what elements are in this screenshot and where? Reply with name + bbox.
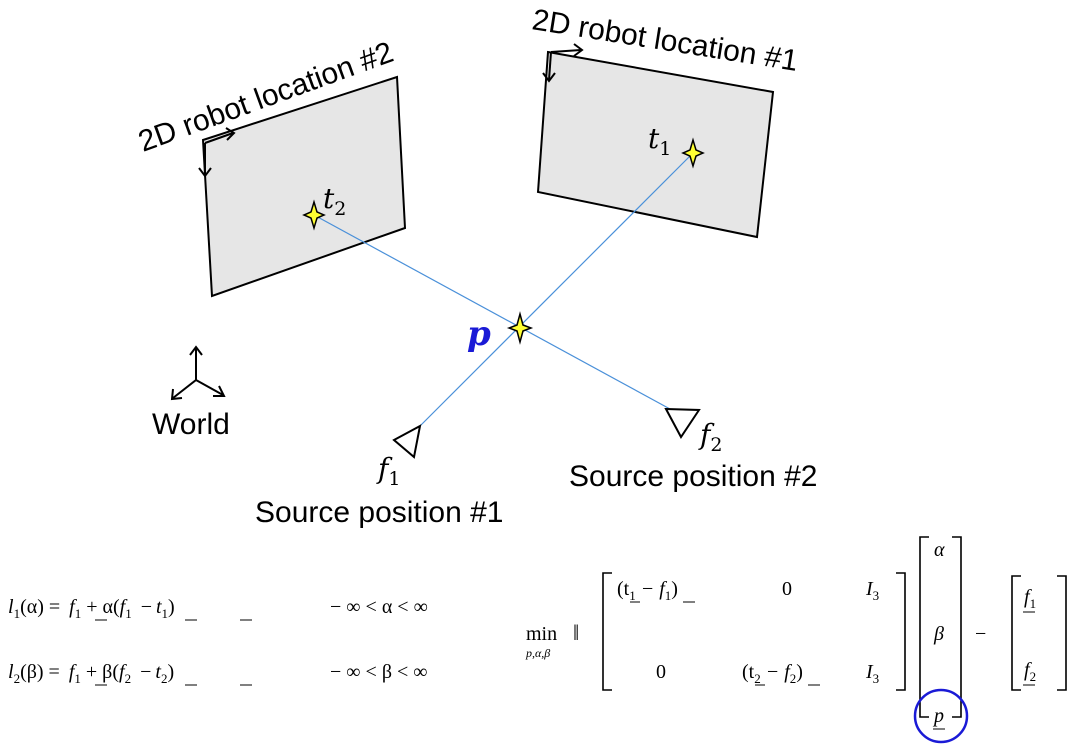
source-2-icon	[664, 407, 701, 439]
p-marker-icon	[506, 311, 534, 345]
norm-bar: ‖	[573, 620, 579, 645]
equation-line-2-range: − ∞ < β < ∞	[330, 661, 428, 683]
rhs-left-bracket	[1011, 575, 1021, 691]
ray-1	[419, 152, 694, 427]
matrix-r1c1: (t1 − f1)	[617, 578, 678, 603]
location-1-frame-icon	[542, 43, 584, 83]
f1-label: f1	[376, 452, 400, 490]
highlight-circle	[913, 688, 969, 744]
t1-marker-icon	[681, 137, 705, 169]
matrix-r2c2: (t2 − f2)	[742, 661, 803, 686]
vector-right-bracket	[952, 536, 962, 718]
matrix-r1c2: 0	[782, 578, 792, 600]
min-operator: min	[526, 623, 557, 645]
vector-left-bracket	[919, 536, 929, 718]
vector-p: p	[932, 705, 944, 727]
source-position-2-label: Source position #2	[569, 460, 818, 493]
rhs-right-bracket	[1057, 575, 1067, 691]
robot-location-2-plane	[201, 75, 407, 298]
f2-label: f2	[698, 418, 722, 456]
world-label: World	[152, 408, 230, 441]
vector-beta: β	[933, 623, 944, 645]
vector-alpha: α	[934, 539, 945, 561]
equation-line-2: l2(β) = f1 + β(f2 −t2) − ∞ < β < ∞	[8, 661, 428, 688]
min-subscript: p,α,β	[525, 646, 550, 660]
t2-marker-icon	[302, 199, 326, 231]
rhs-f2: f2	[1024, 659, 1036, 684]
robot-location-1-plane	[536, 50, 775, 239]
svg-text:l1(α) = f1 + α(f1: l1(α) = f1 + α(f1 −t1)	[8, 596, 175, 623]
matrix-left-bracket	[602, 572, 612, 691]
svg-text:l2(β) = f1 + β(f2: l2(β) = f1 + β(f2 −t2)	[8, 661, 174, 688]
source-1-icon	[392, 424, 422, 459]
p-label: p	[467, 314, 491, 354]
matrix-r1c3: I3	[865, 578, 879, 603]
rhs-minus: −	[975, 623, 986, 645]
t2-label: t2	[323, 182, 346, 220]
t1-label: t1	[648, 122, 671, 160]
ray-2	[313, 214, 671, 410]
equation-line-1-range: − ∞ < α < ∞	[330, 596, 428, 618]
source-position-1-label: Source position #1	[255, 496, 504, 529]
rhs-f1: f1	[1024, 586, 1036, 611]
equation-line-1: l1(α) = f1 + α(f1 −t1) − ∞ < α < ∞	[8, 596, 428, 623]
matrix-r2c1: 0	[656, 661, 666, 683]
matrix-right-bracket	[896, 572, 906, 691]
world-frame-icon	[170, 345, 226, 401]
location-2-frame-icon	[198, 127, 236, 178]
matrix-r2c3: I3	[865, 661, 879, 686]
